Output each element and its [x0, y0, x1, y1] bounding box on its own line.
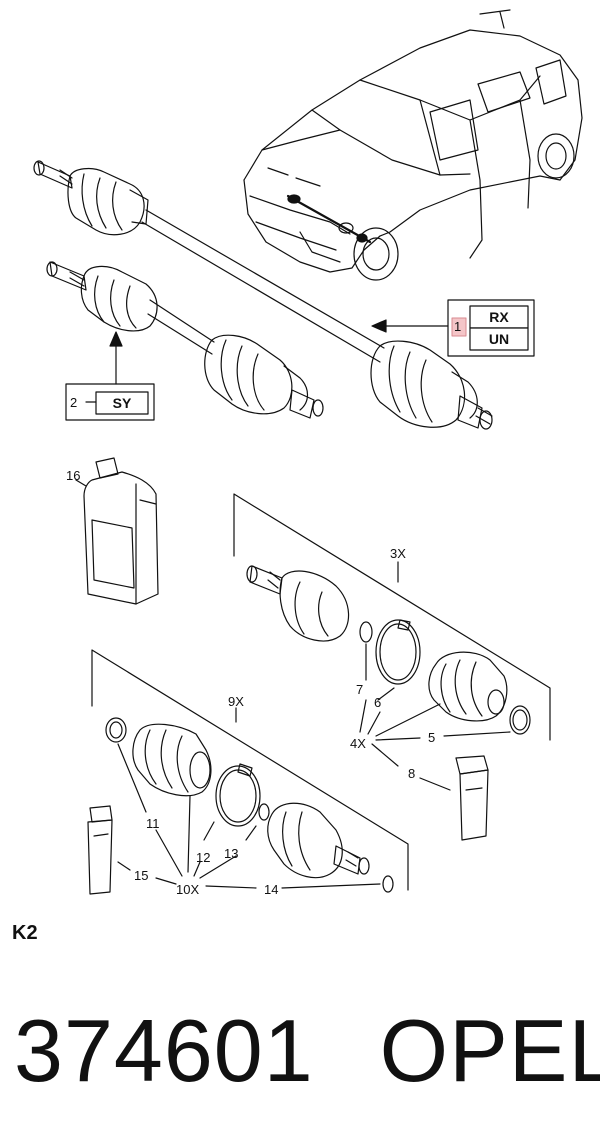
part-number: 374601 [14, 1001, 314, 1100]
callout-1: 1 [454, 319, 461, 334]
box-label-rx: RX [489, 309, 509, 325]
callout-11: 11 [146, 816, 160, 831]
group-3x [233, 493, 551, 841]
footer: 374601 OPEL [14, 1000, 600, 1102]
callout-6: 6 [374, 695, 381, 710]
callout-labels: 1 2 3X 4X 5 6 7 8 9X 10X 11 12 13 14 15 … [66, 309, 509, 897]
group-9x [87, 649, 409, 895]
callout-2: 2 [70, 395, 77, 410]
box-label-un: UN [489, 331, 509, 347]
parts-diagram: 1 2 3X 4X 5 6 7 8 9X 10X 11 12 13 14 15 … [33, 9, 583, 897]
callout-3x: 3X [390, 546, 406, 561]
callout-10x: 10X [176, 882, 199, 897]
callout-box-1 [371, 299, 535, 357]
callout-16: 16 [66, 468, 80, 483]
callout-12: 12 [196, 850, 210, 865]
section-code: K2 [12, 922, 38, 944]
car-illustration [243, 9, 583, 281]
box-label-sy: SY [113, 395, 132, 411]
brand-name: OPEL [379, 1001, 600, 1100]
callout-box-2 [65, 331, 155, 421]
callout-13: 13 [224, 846, 238, 861]
callout-7: 7 [356, 682, 363, 697]
callout-9x: 9X [228, 694, 244, 709]
callout-5: 5 [428, 730, 435, 745]
driveshaft-right [33, 160, 493, 430]
callout-8: 8 [408, 766, 415, 781]
callout-15: 15 [134, 868, 148, 883]
callout-14: 14 [264, 882, 278, 897]
grease-bottle-16 [75, 457, 159, 605]
callout-4x: 4X [350, 736, 366, 751]
driveshaft-left [46, 261, 324, 419]
